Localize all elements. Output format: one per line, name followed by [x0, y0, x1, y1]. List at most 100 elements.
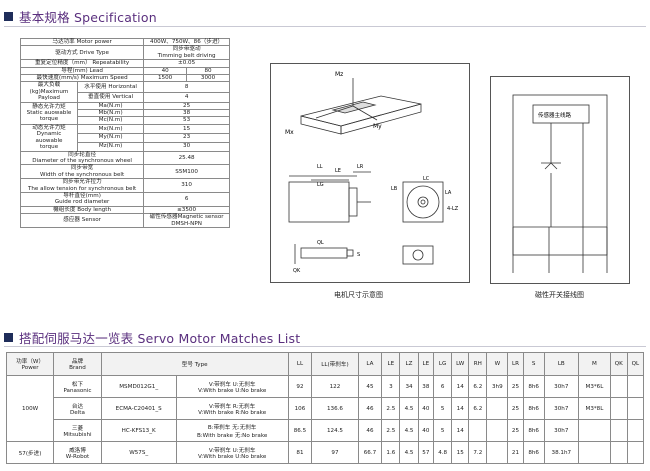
svg-text:LE: LE — [335, 168, 341, 174]
value-cell — [609, 375, 628, 398]
value-cell: 14 — [451, 397, 470, 420]
value-cell: 25 — [507, 375, 524, 398]
spec-row: 機组长度 Body length≤3500 — [19, 205, 230, 215]
spec-cell: 53 — [143, 116, 230, 125]
value-cell: 4.5 — [399, 441, 419, 464]
spec-row: Mb(N.m)38 — [21, 109, 230, 118]
label-mz: Mz — [335, 71, 343, 78]
spec-cell: 400W、750W、86（步进） — [143, 37, 230, 47]
value-cell: 21 — [507, 441, 524, 464]
column-header: LL(带刹车) — [311, 352, 359, 376]
spec-cell: 15 — [143, 123, 230, 134]
spec-cell: 機组长度 Body length — [19, 205, 145, 215]
value-cell: 92 — [287, 375, 313, 398]
value-cell: 86.5 — [287, 419, 313, 442]
spec-cell: Ma(N.m) — [76, 101, 145, 111]
svg-text:LA: LA — [445, 190, 452, 196]
value-cell — [486, 397, 509, 420]
value-cell: 97 — [311, 441, 359, 464]
value-cell — [609, 441, 628, 464]
spec-cell: 80 — [186, 66, 230, 76]
value-cell: 3 — [381, 375, 401, 398]
value-cell: 136.6 — [311, 397, 359, 420]
value-cell: 66.7 — [357, 441, 383, 464]
spec-cell: 驱动方式 Drive Type — [19, 45, 145, 61]
spec-cell: 38 — [143, 109, 230, 118]
spec-cell: 25.48 — [143, 150, 230, 166]
value-cell — [609, 419, 628, 442]
spec-row: Mc(N.m)53 — [21, 116, 230, 125]
svg-text:QL: QL — [317, 240, 324, 246]
value-cell: 45 — [357, 375, 383, 398]
value-cell: 38.1h7 — [543, 441, 580, 464]
column-header: LR — [507, 352, 524, 376]
value-cell: 7.2 — [468, 441, 488, 464]
value-cell: 124.5 — [311, 419, 359, 442]
value-cell: 6 — [433, 375, 453, 398]
spec-cell: 导杆直径(mm)Guide rod diameter — [19, 191, 145, 207]
spec-cell: Mb(N.m) — [76, 109, 145, 118]
divider — [4, 26, 646, 27]
value-cell: 4.5 — [399, 419, 419, 442]
value-cell — [486, 419, 509, 442]
spec-cell: ±0.05 — [143, 59, 230, 68]
column-header: M — [578, 352, 611, 376]
value-cell: 46 — [357, 419, 383, 442]
section-title: 基本规格 Specification — [19, 10, 157, 25]
spec-cell: 6 — [143, 191, 230, 207]
section-bullet — [4, 333, 13, 342]
column-header: LB — [543, 352, 580, 376]
column-header: LZ — [399, 352, 419, 376]
value-cell — [578, 441, 611, 464]
value-cell: 30h7 — [543, 397, 580, 420]
spec-cell: 30 — [143, 141, 230, 152]
value-cell: 38 — [417, 375, 435, 398]
column-header: LE — [417, 352, 435, 376]
svg-text:LL: LL — [317, 164, 323, 170]
value-cell: 81 — [287, 441, 313, 464]
value-cell: 4.5 — [399, 397, 419, 420]
spec-cell: Mz(N.m) — [76, 141, 145, 152]
spec-cell: 水平使用 Horizontal — [76, 81, 145, 93]
column-header: LG — [433, 352, 453, 376]
spec-cell: S5M100 — [143, 164, 230, 180]
value-cell: 2.5 — [381, 419, 401, 442]
power-cell: 57(步进) — [5, 441, 55, 464]
column-header: S — [522, 352, 545, 376]
column-header: 功率（W）Power — [5, 352, 55, 376]
column-header: LW — [451, 352, 470, 376]
section-bullet — [4, 12, 13, 21]
value-cell: 8h6 — [522, 419, 545, 442]
value-cell: 5 — [433, 397, 453, 420]
column-header: 型号 Type — [100, 352, 289, 376]
svg-text:4-LZ: 4-LZ — [447, 206, 459, 212]
column-header: QL — [626, 352, 645, 376]
value-cell: 4.8 — [433, 441, 453, 464]
section-title: 搭配伺服马达一览表 Servo Motor Matches List — [19, 331, 301, 346]
value-cell: 5 — [433, 419, 453, 442]
value-cell: 106 — [287, 397, 313, 420]
spec-cell: ≤3500 — [143, 205, 230, 215]
label-mx: Mx — [285, 129, 294, 136]
